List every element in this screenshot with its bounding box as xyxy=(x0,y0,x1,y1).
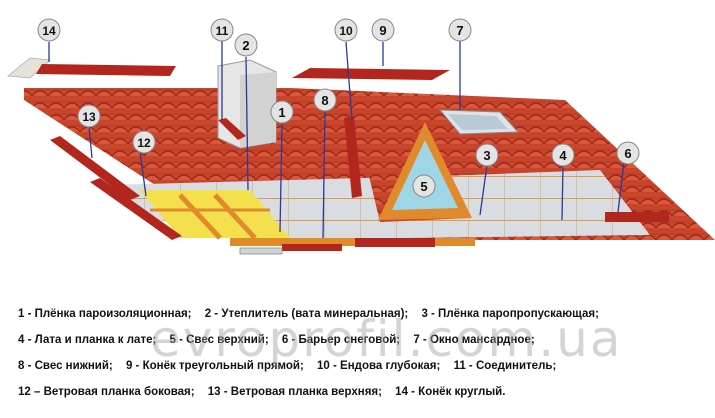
legend-item-2: 2 - Утеплитель (вата минеральная); xyxy=(204,308,409,320)
connector-piece xyxy=(218,118,246,140)
legend-item-9: 9 - Конёк треугольный прямой; xyxy=(125,360,304,372)
snow-barrier xyxy=(605,212,669,222)
legend-line-1: 1 - Плёнка пароизоляционная; 2 - Утеплит… xyxy=(18,308,609,320)
callout-4-label: 4 xyxy=(559,148,567,163)
legend-item-4: 4 - Лата и планка к лате; xyxy=(18,334,157,346)
callout-3-label: 3 xyxy=(483,148,490,163)
side-wind-board xyxy=(90,178,182,240)
legend-item-1: 1 - Плёнка пароизоляционная; xyxy=(18,308,192,320)
callout-9-label: 9 xyxy=(379,23,386,38)
callout-10: 10 xyxy=(334,18,358,42)
legend: 1 - Плёнка пароизоляционная; 2 - Утеплит… xyxy=(0,296,715,418)
callout-7: 7 xyxy=(448,18,472,42)
round-ridge-piece xyxy=(6,57,176,79)
callout-13-label: 13 xyxy=(82,110,96,124)
top-wind-board xyxy=(50,136,140,200)
callout-4: 4 xyxy=(551,143,575,167)
valley-flashing xyxy=(344,116,362,198)
legend-item-7: 7 - Окно мансардное; xyxy=(413,334,535,346)
gutter-end xyxy=(239,247,283,255)
lower-overhang-right xyxy=(355,238,435,247)
callout-8-label: 8 xyxy=(321,93,328,108)
callout-7-label: 7 xyxy=(456,23,463,38)
lower-overhang xyxy=(282,244,342,251)
legend-item-10: 10 - Ендова глубокая; xyxy=(317,360,441,372)
callout-9: 9 xyxy=(371,18,395,42)
callout-6-label: 6 xyxy=(624,146,631,161)
callout-12: 12 xyxy=(132,130,156,154)
legend-item-6: 6 - Барьер снеговой; xyxy=(281,334,401,346)
callout-10-label: 10 xyxy=(339,24,353,38)
callout-3: 3 xyxy=(475,143,499,167)
callout-11: 11 xyxy=(210,18,234,42)
callout-leaders xyxy=(48,40,625,239)
legend-line-2: 4 - Лата и планка к лате; 5 - Свес верхн… xyxy=(18,334,545,346)
eave-board xyxy=(230,238,475,246)
callout-5: 5 xyxy=(412,174,436,198)
legend-line-3: 8 - Свес нижний; 9 - Конёк треугольный п… xyxy=(18,360,566,372)
callout-12-label: 12 xyxy=(137,136,151,150)
roof-window xyxy=(438,109,520,135)
roof-diagram: 1 2 3 4 5 6 7 8 9 10 11 12 xyxy=(6,18,715,255)
callout-14: 14 xyxy=(37,18,61,42)
triangle-ridge-piece xyxy=(292,68,450,80)
callout-8: 8 xyxy=(313,88,337,112)
legend-item-13: 13 - Ветровая планка верхняя; xyxy=(207,386,382,398)
callout-13: 13 xyxy=(77,104,101,128)
legend-line-4: 12 – Ветровая планка боковая; 13 - Ветро… xyxy=(18,386,515,398)
legend-item-8: 8 - Свес нижний; xyxy=(18,360,113,372)
callout-1: 1 xyxy=(270,100,294,124)
callout-11-label: 11 xyxy=(216,24,229,38)
legend-item-5: 5 - Свес верхний; xyxy=(169,334,269,346)
legend-item-11: 11 - Соединитель; xyxy=(453,360,557,372)
legend-item-3: 3 - Плёнка паропропускающая; xyxy=(421,308,599,320)
legend-item-14: 14 - Конёк круглый. xyxy=(395,386,506,398)
callout-6: 6 xyxy=(616,141,640,165)
callout-14-label: 14 xyxy=(42,24,56,38)
callout-2: 2 xyxy=(234,33,258,57)
callout-1-label: 1 xyxy=(278,105,285,120)
callout-5-label: 5 xyxy=(420,179,427,194)
legend-item-12: 12 – Ветровая планка боковая; xyxy=(18,386,195,398)
callout-2-label: 2 xyxy=(242,38,249,53)
insulation-area xyxy=(140,190,290,240)
